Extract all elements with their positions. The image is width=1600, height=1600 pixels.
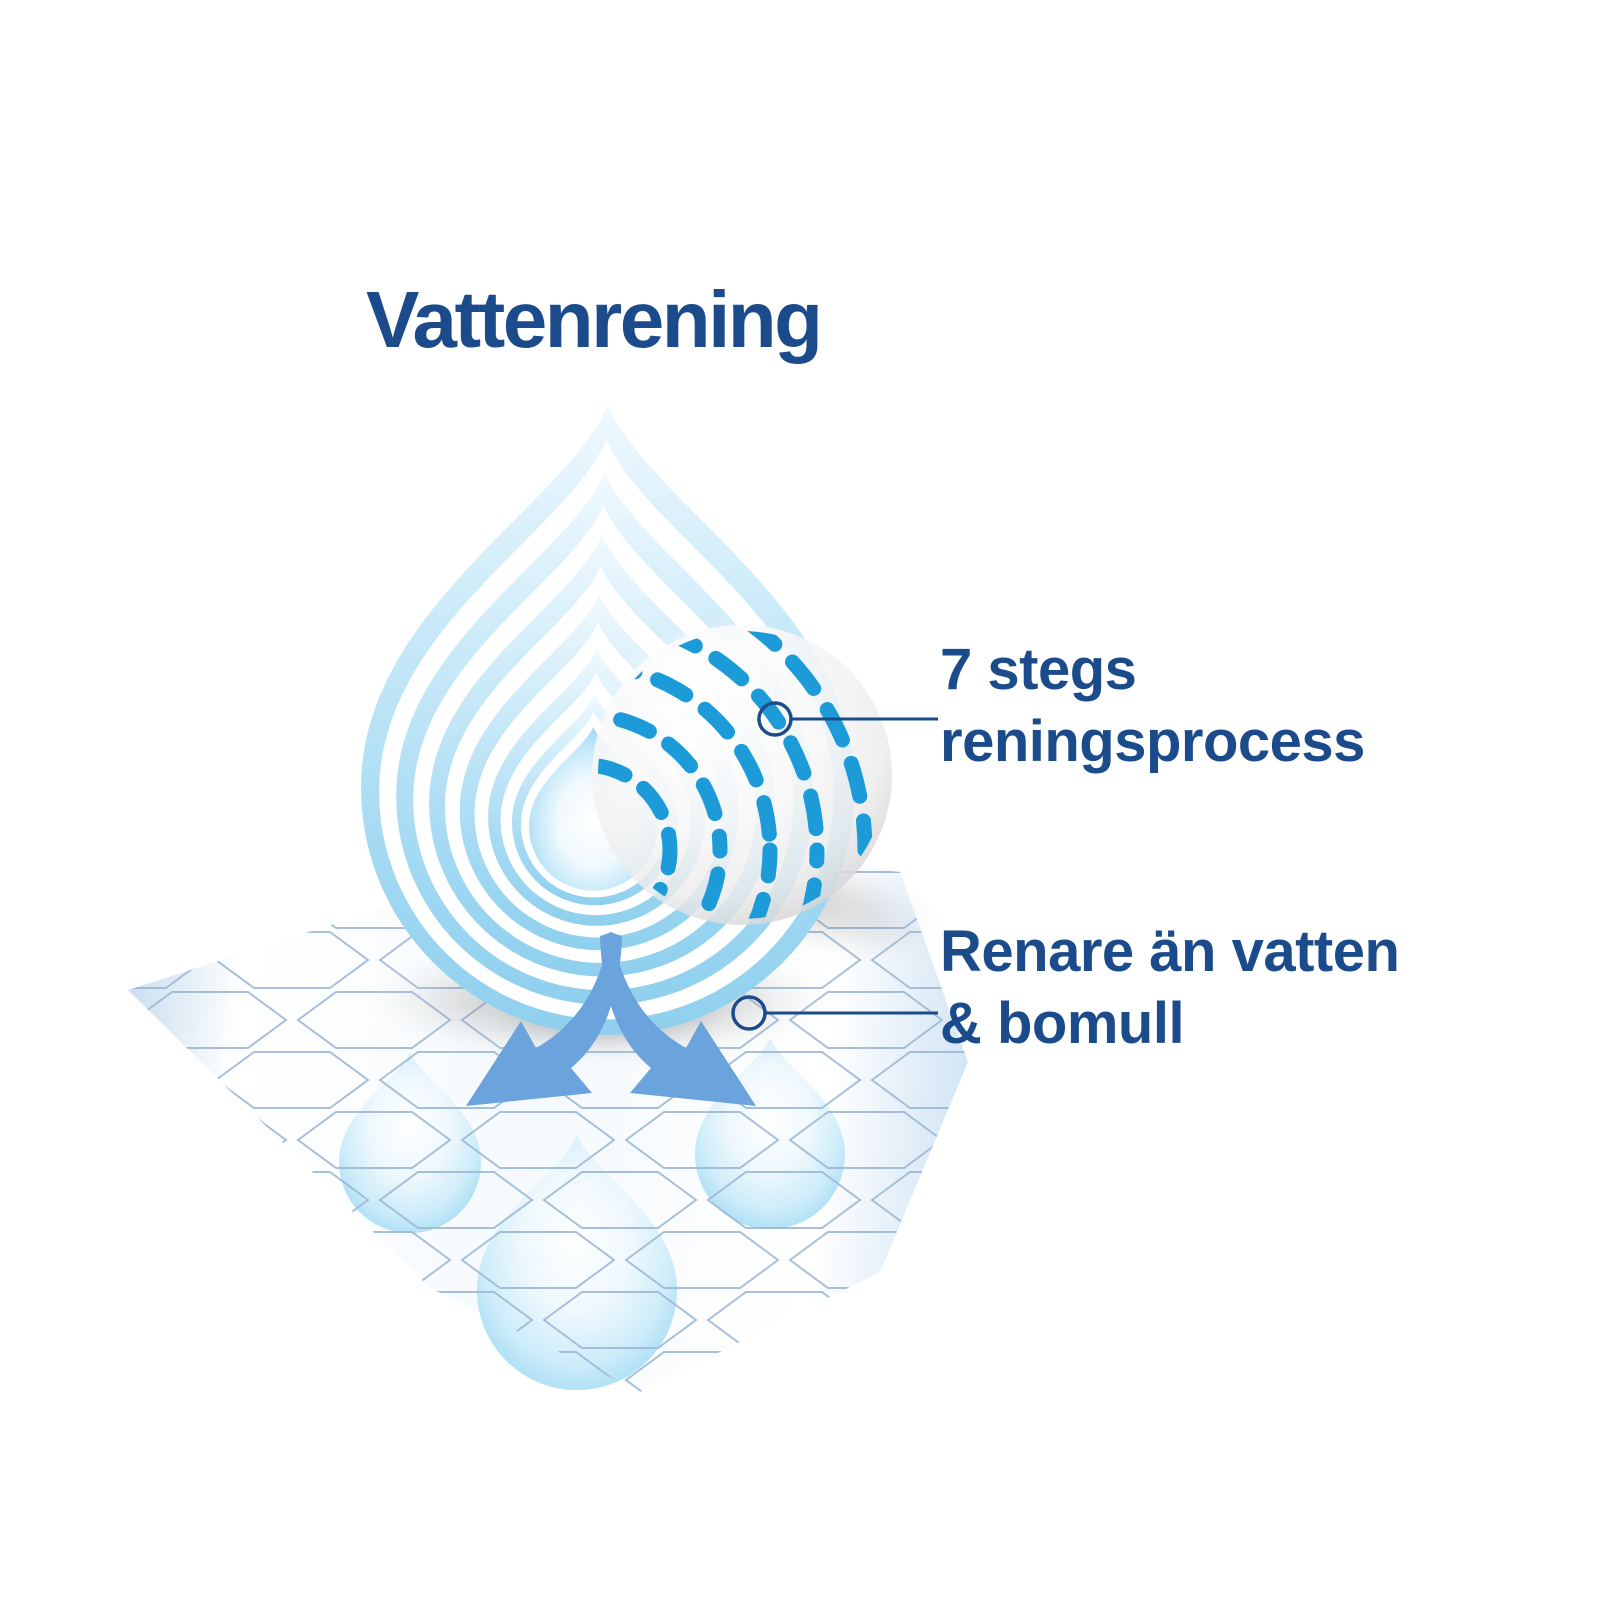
annotation-purity-line2: & bomull [940, 991, 1185, 1056]
annotation-purity-line1: Renare än vatten [940, 919, 1400, 984]
annotation-process-line1: 7 stegs [940, 637, 1137, 702]
page-title: Vattenrening [366, 275, 823, 364]
annotation-process-line2: reningsprocess [940, 709, 1365, 774]
callout-purity [731, 995, 938, 1031]
arrow-left [466, 932, 622, 1106]
arrow-right [600, 932, 756, 1106]
callout-process [757, 701, 938, 737]
annotation-purity: Renare än vatten & bomull [940, 916, 1400, 1060]
spread-absorb-arrows-icon [466, 932, 756, 1106]
annotation-process: 7 stegs reningsprocess [940, 634, 1365, 778]
